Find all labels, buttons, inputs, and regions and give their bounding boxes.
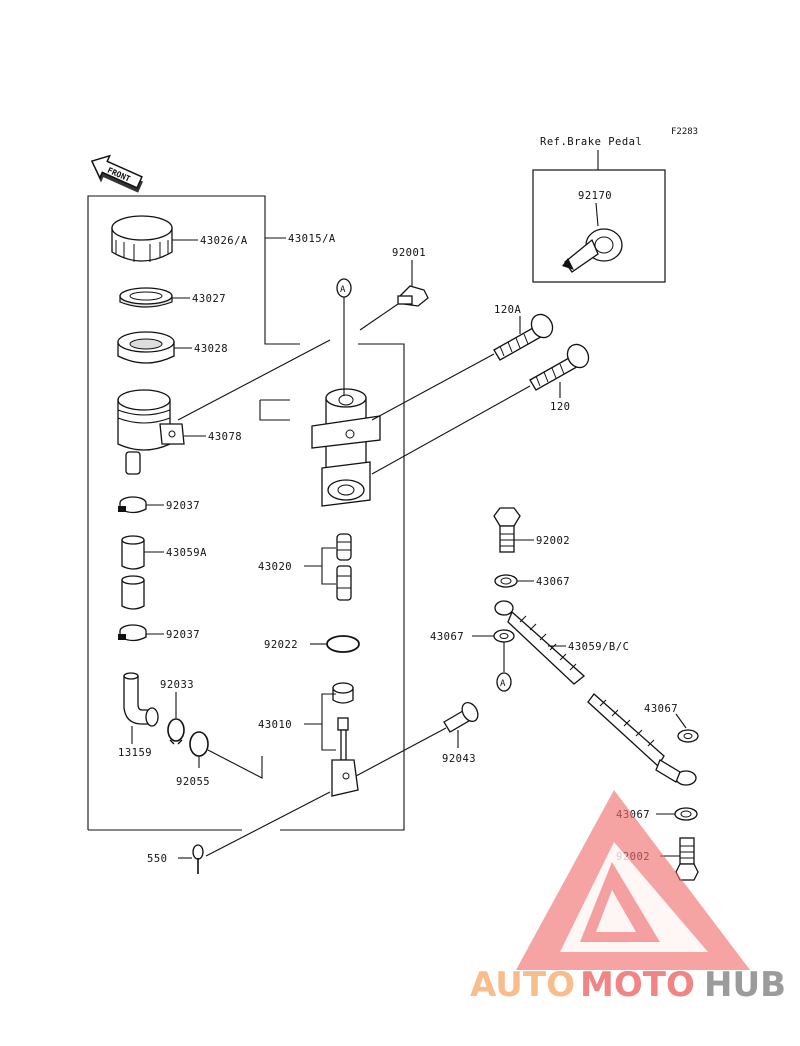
part-label-43020: 43020 [258,561,292,573]
part-label-92001: 92001 [392,247,426,259]
watermark-moto: MOTO [580,965,695,1005]
part-label-43067-right: 43067 [644,703,678,715]
part-label-43026: 43026/A [200,235,248,247]
part-label-120a: 120A [494,304,521,316]
piston-parts-drawing [336,533,352,601]
clevis-pin-drawing [562,228,623,273]
reservoir-cap-drawing [111,215,173,262]
watermark-hub: HUB [704,965,786,1005]
diaphragm-drawing [117,331,175,364]
part-label-550: 550 [147,853,167,865]
assembly-bracket [87,195,300,830]
part-label-43067-left: 43067 [430,631,464,643]
circlip-drawing [167,718,185,745]
part-label-43059: 43059/B/C [568,641,629,653]
banjo-bolt-upper-drawing [493,507,521,553]
reservoir-drawing [117,389,185,475]
diagram-code: F2283 [671,127,698,137]
washer-left-drawing [493,629,515,643]
part-label-92055: 92055 [176,776,210,788]
washer-right-drawing [677,729,699,743]
part-label-43015: 43015/A [288,233,336,245]
part-label-43010: 43010 [258,719,292,731]
hose-clamp-lower-drawing [118,624,147,642]
clevis-pin-92043-drawing [443,702,479,733]
part-label-13159: 13159 [118,747,152,759]
part-label-92170: 92170 [578,190,612,202]
part-label-43078: 43078 [208,431,242,443]
diaphragm-plate-drawing [119,287,173,308]
callout-a-bottom [496,672,512,692]
front-arrow-icon: FRONT [90,154,143,193]
o-ring-drawing [189,731,209,757]
washer-upper-drawing [494,574,518,588]
callout-a-bottom-label: A [500,679,506,689]
reservoir-hose-drawing [121,535,145,610]
callout-a-top-label: A [340,285,346,295]
part-label-92037-upper: 92037 [166,500,200,512]
circlip-92022-drawing [326,635,360,653]
part-label-92002-upper: 92002 [536,535,570,547]
push-rod-drawing [331,682,359,797]
part-label-43067-upper: 43067 [536,576,570,588]
part-label-92037-lower: 92037 [166,629,200,641]
part-label-120: 120 [550,401,570,413]
watermark-auto: AUTO [470,965,575,1005]
brake-hose-drawing [494,600,697,786]
part-label-92033: 92033 [160,679,194,691]
part-label-43028: 43028 [194,343,228,355]
part-label-43027: 43027 [192,293,226,305]
banjo-bolt-lower-drawing [675,837,699,881]
watermark-logo-icon [516,790,750,970]
automotohub-watermark: AUTO MOTO HUB [470,790,786,1005]
bolt-120-drawing [529,343,590,391]
bleed-screw-drawing [397,285,429,307]
ref-brake-pedal-inset: Ref.Brake Pedal 92170 [532,136,666,283]
washer-lower-drawing [674,807,698,821]
part-label-43059a: 43059A [166,547,207,559]
hose-clamp-upper-drawing [118,496,147,514]
elbow-fitting-drawing [123,672,159,727]
part-label-92043: 92043 [442,753,476,765]
part-label-92022: 92022 [264,639,298,651]
bolt-120a-drawing [493,313,554,361]
ref-brake-pedal-label: Ref.Brake Pedal [540,136,642,148]
master-cylinder-body-drawing [311,388,381,507]
cotter-pin-drawing [192,844,204,874]
